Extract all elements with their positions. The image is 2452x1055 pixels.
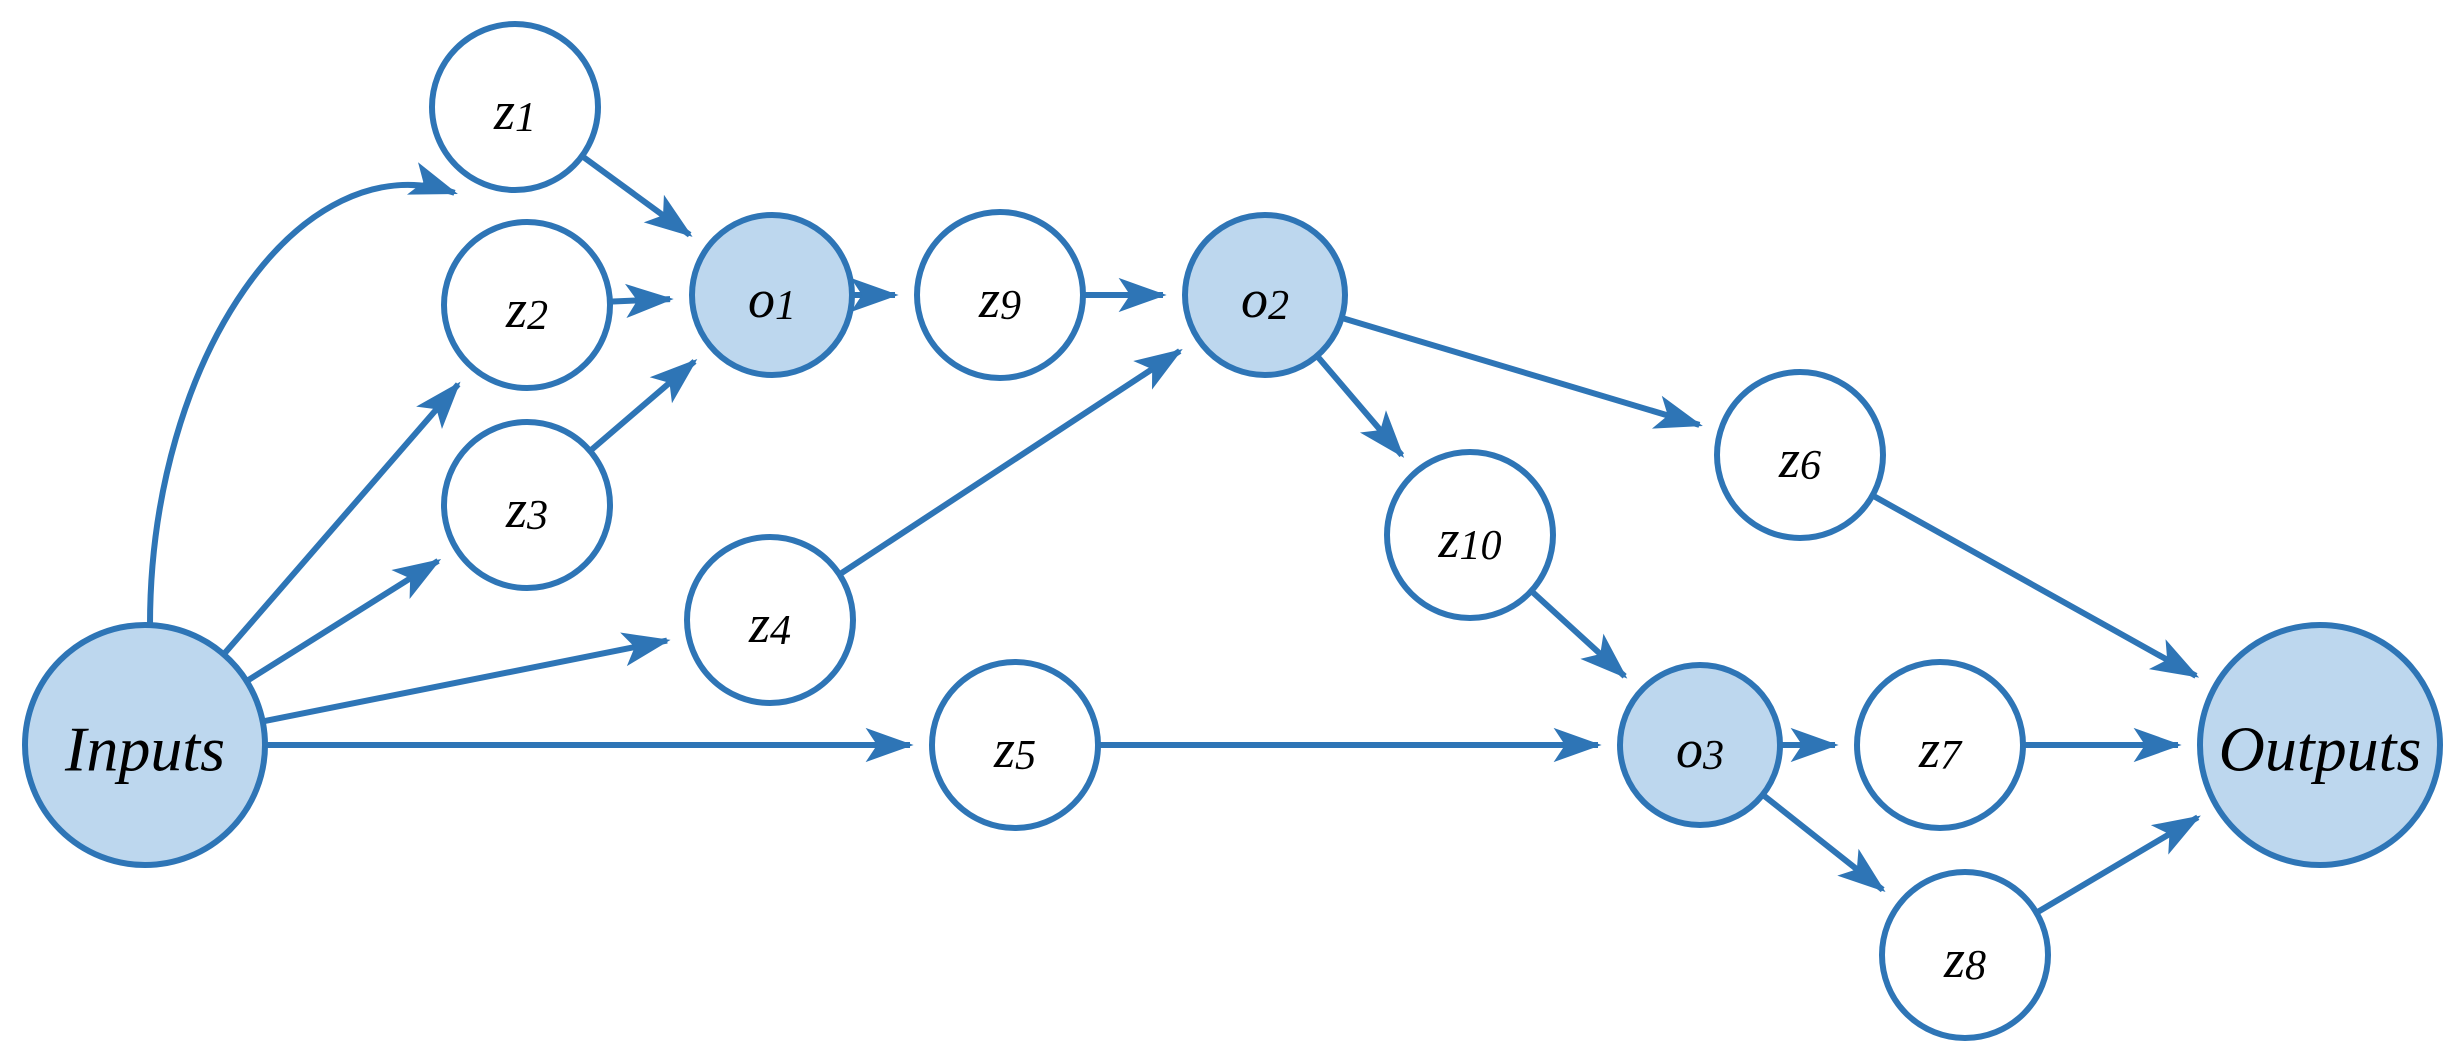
node-z10[interactable]: z10 (1384, 449, 1556, 621)
node-z5[interactable]: z5 (929, 659, 1101, 831)
node-circle-o1[interactable] (689, 212, 855, 378)
node-circle-z10[interactable] (1384, 449, 1556, 621)
node-label-z3: z3 (505, 479, 548, 539)
node-z1[interactable]: z1 (429, 21, 601, 193)
node-label-z6: z6 (1778, 429, 1821, 489)
nodes-layer: Inputs z1 z2 z3 z4 z5 o1 z9 o2 z10 z6 o3 z7 z8 Outputs (22, 21, 2443, 1041)
edge-z3-o1 (588, 359, 698, 454)
node-circle-z4[interactable] (684, 534, 856, 706)
node-circle-z7[interactable] (1854, 659, 2026, 831)
edge-o2-z6 (1340, 315, 1703, 429)
node-z3[interactable]: z3 (441, 419, 613, 591)
node-z8[interactable]: z8 (1879, 869, 2051, 1041)
edge-z4-o2 (837, 348, 1183, 577)
node-circle-z2[interactable] (441, 219, 613, 391)
node-o3[interactable]: o3 (1617, 662, 1783, 828)
edge-inputs-z2 (221, 381, 461, 657)
node-z2[interactable]: z2 (441, 219, 613, 391)
node-circle-z6[interactable] (1714, 369, 1886, 541)
edge-z10-o3 (1529, 588, 1628, 679)
node-label-z7: z7 (1918, 719, 1963, 779)
edge-o2-z10 (1314, 353, 1405, 458)
edge-z8-outputs (2034, 814, 2201, 916)
node-label-o1: o1 (748, 269, 796, 329)
node-label-z9: z9 (978, 269, 1021, 329)
node-label-o2: o2 (1241, 269, 1289, 329)
edge-o3-z8 (1760, 792, 1886, 893)
edge-z1-o1 (580, 153, 693, 238)
node-z4[interactable]: z4 (684, 534, 856, 706)
node-label-z4: z4 (748, 594, 791, 654)
node-circle-inputs[interactable] (22, 622, 268, 868)
node-circle-z3[interactable] (441, 419, 613, 591)
node-circle-z5[interactable] (929, 659, 1101, 831)
node-inputs[interactable]: Inputs (22, 622, 268, 868)
node-circle-z1[interactable] (429, 21, 601, 193)
edges-layer (147, 153, 2201, 916)
node-z9[interactable]: z9 (914, 209, 1086, 381)
node-z6[interactable]: z6 (1714, 369, 1886, 541)
edge-z2-o1 (609, 283, 674, 319)
node-outputs[interactable]: Outputs (2197, 622, 2443, 868)
node-label-inputs: Inputs (64, 714, 225, 785)
node-label-o3: o3 (1676, 719, 1724, 779)
node-circle-o2[interactable] (1182, 212, 1348, 378)
node-o1[interactable]: o1 (689, 212, 855, 378)
node-label-z2: z2 (505, 279, 548, 339)
edge-z6-outputs (1871, 492, 2200, 679)
edge-inputs-z1 (147, 162, 458, 626)
node-label-z1: z1 (493, 81, 536, 141)
node-circle-o3[interactable] (1617, 662, 1783, 828)
node-label-z10: z10 (1437, 509, 1501, 569)
node-o2[interactable]: o2 (1182, 212, 1348, 378)
node-z7[interactable]: z7 (1854, 659, 2026, 831)
node-label-outputs: Outputs (2219, 714, 2422, 785)
node-circle-z9[interactable] (914, 209, 1086, 381)
node-circle-z8[interactable] (1879, 869, 2051, 1041)
edge-inputs-z4 (262, 632, 671, 725)
edge-inputs-z3 (245, 558, 442, 684)
node-circle-outputs[interactable] (2197, 622, 2443, 868)
node-label-z5: z5 (993, 719, 1036, 779)
node-label-z8: z8 (1943, 929, 1986, 989)
